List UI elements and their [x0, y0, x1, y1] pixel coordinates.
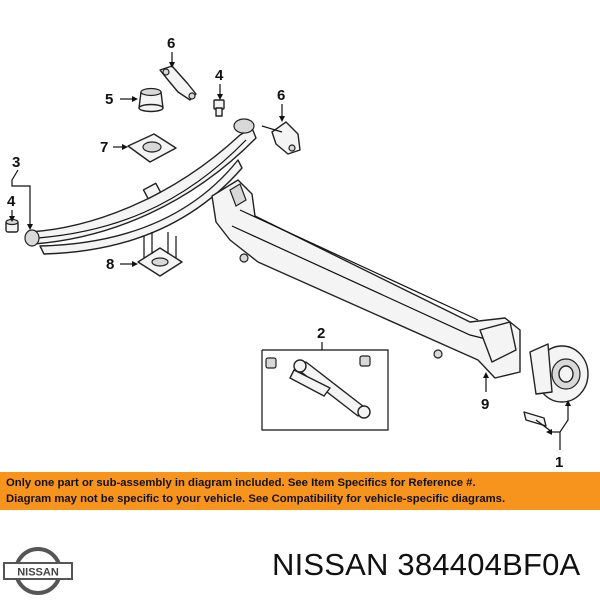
shock-absorber-box — [261, 349, 389, 431]
spring-seat — [127, 133, 177, 163]
callout-2: 2 — [317, 325, 325, 342]
nissan-logo-text: NISSAN — [17, 567, 59, 579]
callout-4-top: 4 — [215, 67, 224, 84]
rear-axle-beam — [211, 179, 521, 379]
parts-diagram: 6 4 5 6 7 3 4 8 2 9 1 — [5, 35, 589, 470]
wheel-hub-bearing — [523, 343, 589, 433]
callout-6-top: 6 — [167, 35, 175, 52]
callout-4-left: 4 — [7, 193, 16, 210]
disclaimer-line-1: Only one part or sub-assembly in diagram… — [6, 477, 476, 489]
shock-absorber — [265, 355, 371, 419]
disclaimer-line-2: Diagram may not be specific to your vehi… — [6, 493, 506, 505]
callout-6-right: 6 — [277, 87, 285, 104]
disclaimer-banner: Only one part or sub-assembly in diagram… — [0, 472, 600, 510]
u-bolt-plate — [137, 232, 183, 277]
bolt-top — [213, 99, 225, 117]
nissan-logo-icon: NISSAN — [3, 547, 73, 595]
callout-5: 5 — [105, 91, 113, 108]
callout-8: 8 — [106, 256, 114, 273]
callout-1: 1 — [555, 454, 563, 470]
leaf-spring — [24, 118, 257, 255]
callout-7: 7 — [100, 139, 108, 156]
leader-lines — [9, 52, 571, 450]
part-number-title: NISSAN 384404BF0A — [272, 547, 581, 582]
bump-stopper — [138, 87, 164, 113]
shackle-bracket-top — [159, 65, 197, 101]
callout-3: 3 — [12, 154, 20, 171]
shackle-bracket-right — [261, 121, 301, 155]
callout-9: 9 — [481, 396, 489, 413]
